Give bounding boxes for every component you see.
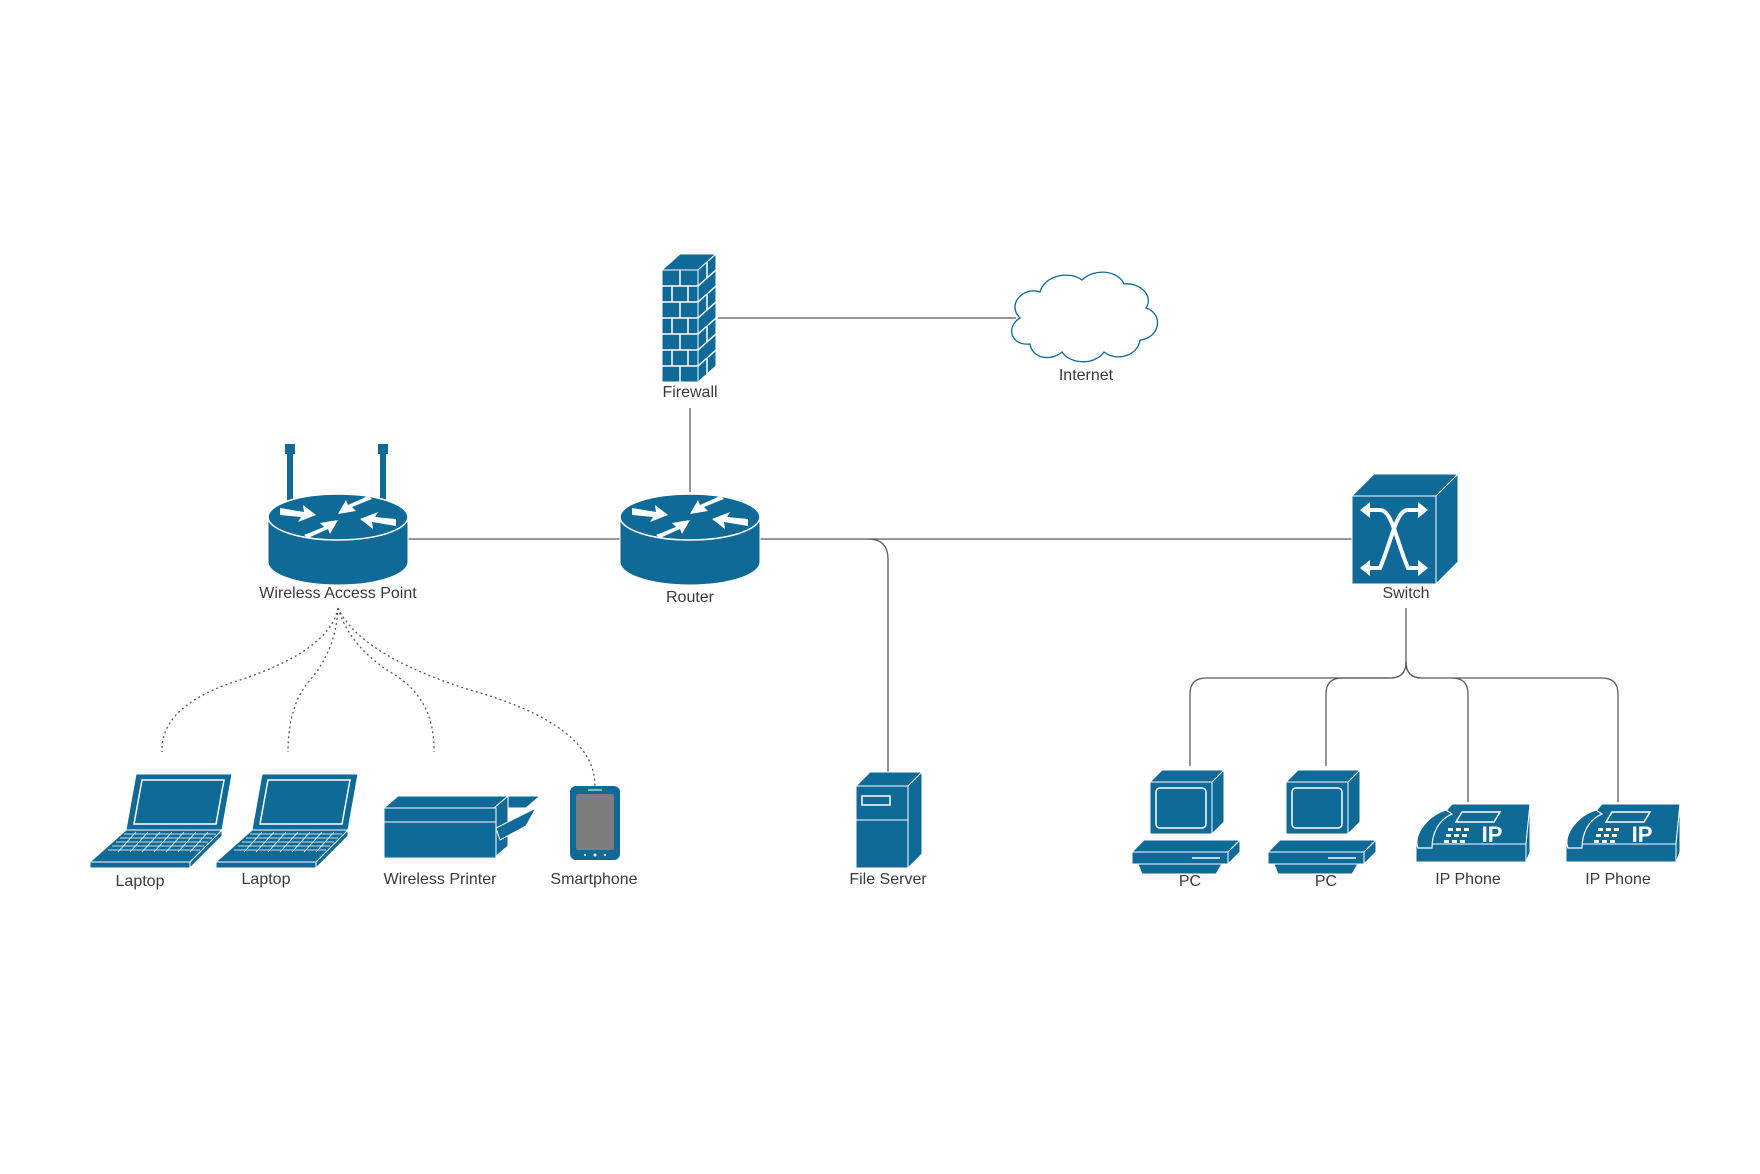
ipphone1-label: IP Phone — [1435, 871, 1501, 888]
laptop1-label: Laptop — [116, 873, 165, 890]
wireless-router-icon — [267, 444, 409, 586]
link-switch-pc2 — [1405, 661, 1423, 679]
smartphone-label: Smartphone — [550, 871, 637, 888]
wap-node[interactable]: Wireless Access Point — [259, 444, 417, 602]
router-node[interactable]: Router — [619, 493, 761, 606]
pc1-node[interactable]: PC — [1130, 768, 1242, 890]
link-hub-ipphone2 — [1452, 677, 1619, 802]
printer-node[interactable]: Wireless Printer — [382, 794, 542, 888]
smartphone-node[interactable]: Smartphone — [550, 786, 638, 888]
wireless-links — [161, 607, 596, 787]
switch-label: Switch — [1382, 585, 1429, 602]
switch-icon — [1350, 472, 1460, 586]
link-router-fileserver — [867, 538, 889, 772]
router-label: Router — [666, 589, 715, 606]
desktop-pc-icon — [1130, 768, 1242, 875]
switch-node[interactable]: Switch — [1350, 472, 1460, 602]
laptop2-node[interactable]: Laptop — [214, 773, 359, 888]
wireless-link-printer — [337, 607, 435, 753]
printer-icon — [382, 794, 542, 860]
link-hub-ipphone1 — [1405, 661, 1469, 802]
wap-label: Wireless Access Point — [259, 585, 417, 602]
printer-label: Wireless Printer — [384, 871, 498, 888]
laptop-icon — [214, 773, 359, 870]
laptop2-label: Laptop — [242, 871, 291, 888]
file-server-node[interactable]: File Server — [849, 770, 927, 888]
laptop-icon — [88, 773, 233, 870]
wireless-link-smartphone — [337, 607, 596, 787]
ipphone2-label: IP Phone — [1585, 871, 1651, 888]
server-icon — [854, 770, 924, 870]
cloud-icon — [1011, 271, 1158, 363]
firewall-node[interactable]: Firewall — [660, 252, 718, 401]
ipphone1-node[interactable]: IP IP Phone — [1414, 803, 1531, 888]
firewall-label: Firewall — [662, 384, 717, 401]
ipphone2-node[interactable]: IP IP Phone — [1564, 803, 1681, 888]
laptop1-node[interactable]: Laptop — [88, 773, 233, 890]
desktop-pc-icon — [1266, 768, 1378, 875]
smartphone-icon — [570, 786, 620, 860]
ip-badge: IP — [1632, 822, 1653, 847]
wireless-link-laptop2 — [287, 607, 339, 753]
ip-badge: IP — [1482, 822, 1503, 847]
pc1-label: PC — [1179, 873, 1201, 890]
firewall-icon — [660, 252, 718, 384]
router-icon — [619, 493, 761, 586]
connections — [408, 317, 1619, 802]
internet-label: Internet — [1059, 367, 1114, 384]
internet-node[interactable]: Internet — [1011, 271, 1158, 384]
pc2-label: PC — [1315, 873, 1337, 890]
wireless-link-laptop1 — [161, 607, 339, 753]
ip-phone-icon: IP — [1414, 803, 1531, 863]
ip-phone-icon: IP — [1564, 803, 1681, 863]
link-switch-hub — [1189, 608, 1407, 766]
pc2-node[interactable]: PC — [1266, 768, 1378, 890]
file-server-label: File Server — [849, 871, 927, 888]
link-hub-pc2 — [1325, 677, 1390, 766]
